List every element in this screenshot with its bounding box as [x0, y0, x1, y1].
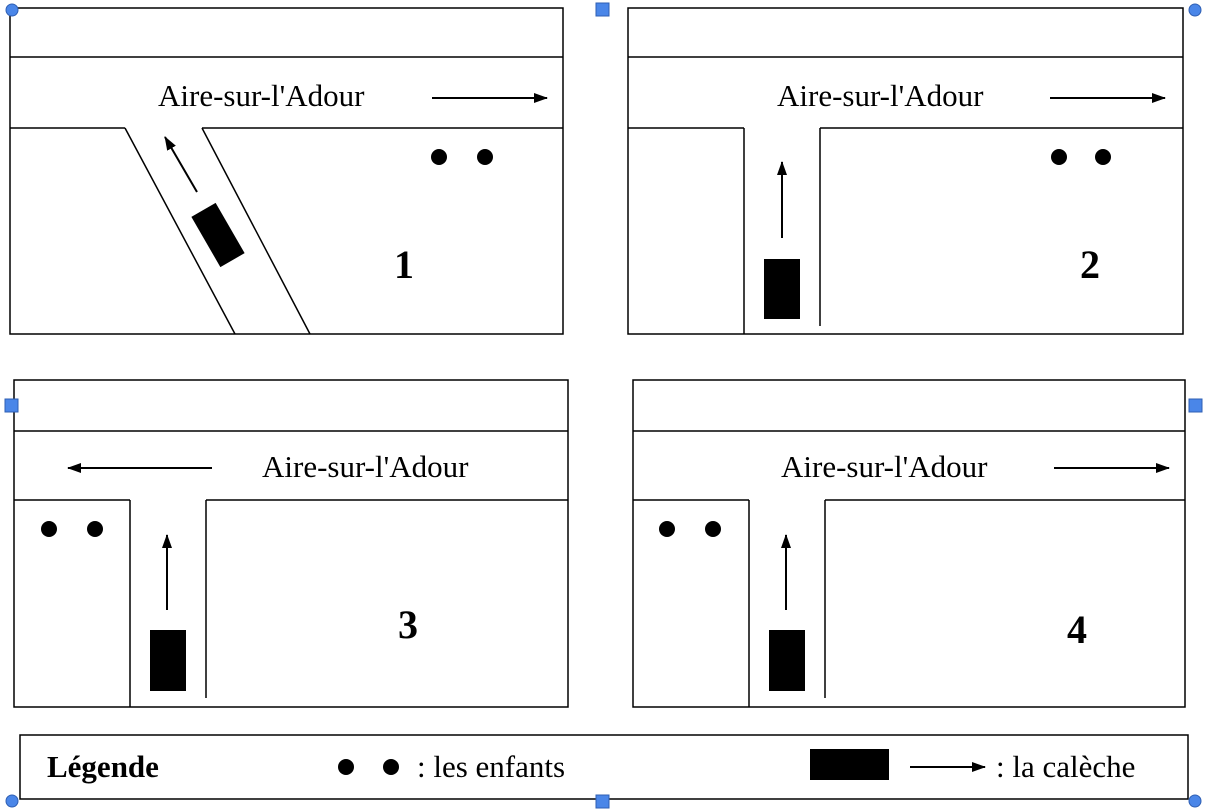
panel-3-number: 3 — [398, 602, 418, 647]
panel-2-carriage — [764, 259, 800, 319]
resize-handle-top[interactable] — [595, 2, 610, 17]
legend-title: Légende — [47, 749, 159, 784]
panel-3-child-dot — [41, 521, 57, 537]
panel-2-child-dot — [1051, 149, 1067, 165]
panel-1-carriage — [191, 202, 245, 268]
panel-3-frame — [13, 379, 569, 708]
panel-4-child-dot — [659, 521, 675, 537]
panel-1-child-dot — [431, 149, 447, 165]
legend: Légende : les enfants : la calèche — [19, 734, 1189, 800]
panel-4-frame — [632, 379, 1186, 708]
panel-3-carriage — [150, 630, 186, 691]
panel-1-child-dot — [477, 149, 493, 165]
panel-1: Aire-sur-l'Adour 1 — [9, 7, 564, 335]
panel-2-frame — [627, 7, 1184, 335]
panel-3: Aire-sur-l'Adour 3 — [13, 379, 569, 708]
legend-child-dot — [383, 759, 399, 775]
resize-handle-left[interactable] — [4, 398, 19, 413]
panel-4-child-dot — [705, 521, 721, 537]
resize-handle-corner[interactable] — [1188, 3, 1202, 17]
panel-4-number: 4 — [1067, 607, 1087, 652]
panel-4: Aire-sur-l'Adour 4 — [632, 379, 1186, 708]
panel-1-side-road-right-edge — [201, 127, 311, 335]
legend-child-dot — [338, 759, 354, 775]
panel-3-child-dot — [87, 521, 103, 537]
resize-handle-bottom[interactable] — [595, 794, 610, 809]
resize-handle-corner[interactable] — [5, 3, 19, 17]
panel-1-carriage-arrow — [164, 136, 198, 193]
resize-handle-corner[interactable] — [5, 794, 19, 808]
resize-handle-right[interactable] — [1188, 398, 1203, 413]
panel-1-side-road-left-edge — [124, 127, 236, 335]
panel-2-road-label: Aire-sur-l'Adour — [777, 78, 984, 113]
legend-carriage-icon — [810, 749, 889, 780]
legend-carriage-label: : la calèche — [996, 749, 1135, 784]
panel-4-road-label: Aire-sur-l'Adour — [781, 449, 988, 484]
panel-1-frame — [9, 7, 564, 335]
panel-2-child-dot — [1095, 149, 1111, 165]
selection-handles[interactable] — [4, 2, 1203, 809]
panel-2-number: 2 — [1080, 242, 1100, 287]
panel-4-carriage — [769, 630, 805, 691]
panel-1-number: 1 — [394, 242, 414, 287]
panel-3-road-label: Aire-sur-l'Adour — [262, 449, 469, 484]
panel-2: Aire-sur-l'Adour 2 — [627, 7, 1184, 335]
panel-1-road-label: Aire-sur-l'Adour — [158, 78, 365, 113]
legend-children-label: : les enfants — [417, 749, 565, 784]
resize-handle-corner[interactable] — [1188, 794, 1202, 808]
